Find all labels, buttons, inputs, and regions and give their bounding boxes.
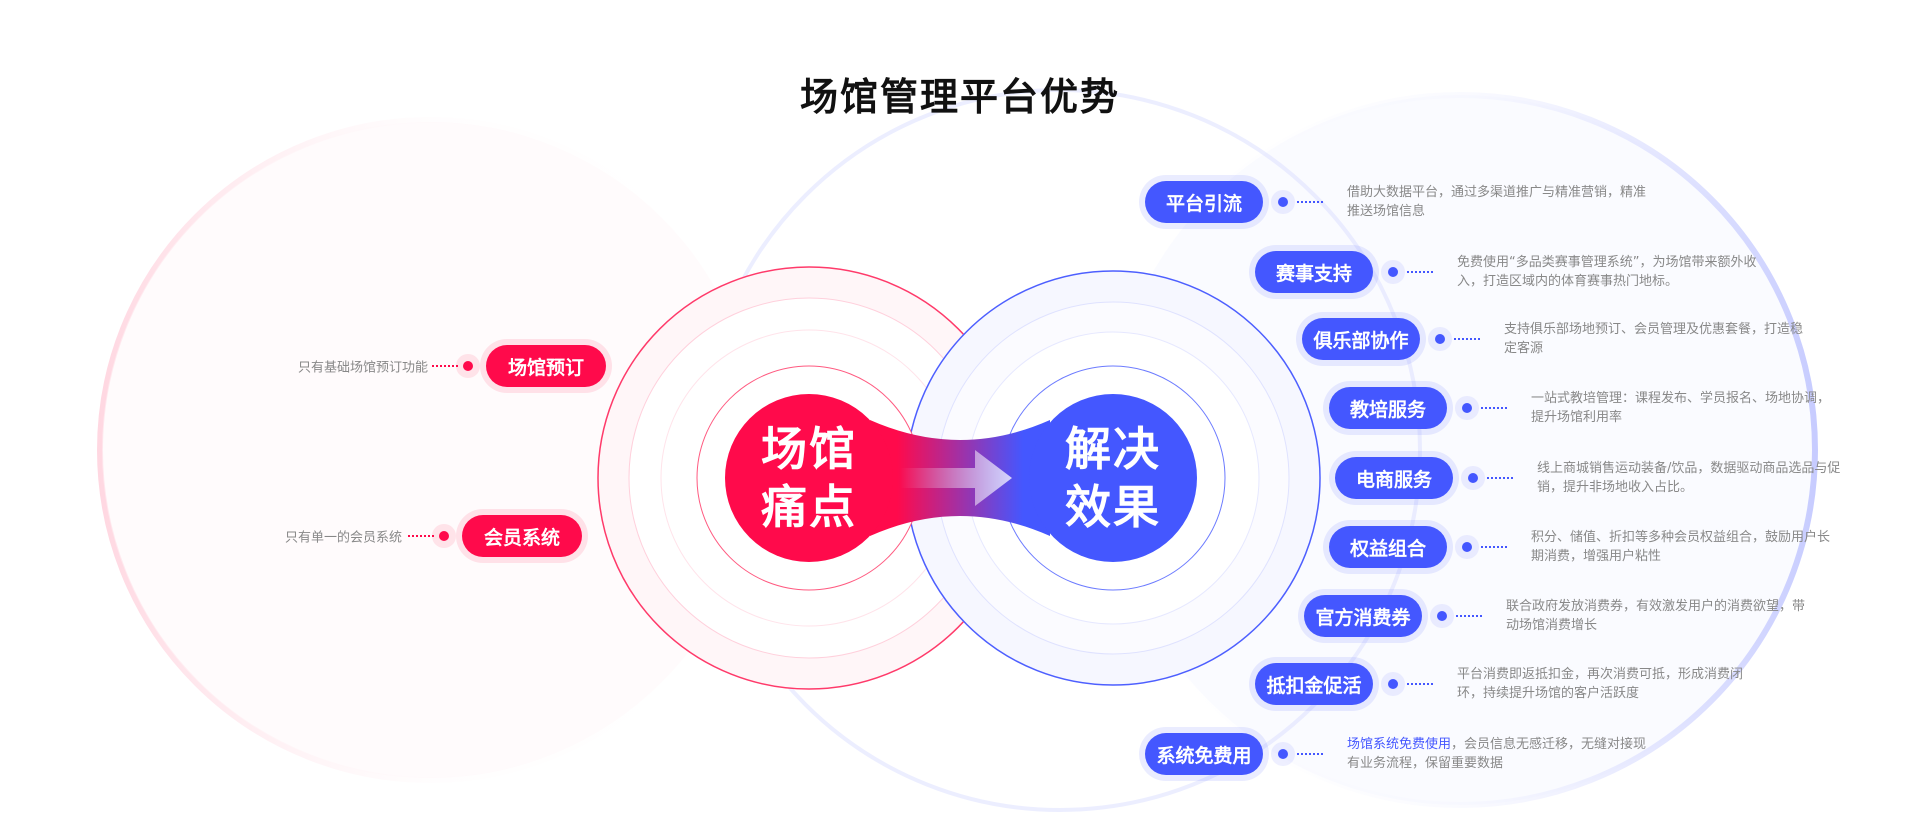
desc-text: 平台消费即返抵扣金，再次消费可抵，形成消费闭环，持续提升场馆的客户活跃度 [1457,667,1744,701]
connector-line [1481,407,1507,409]
benefit-pill: 赛事支持 [1255,251,1373,293]
connector-line [1297,753,1323,755]
desc-text: 免费使用“多品类赛事管理系统”，为场馆带来额外收入，打造区域内的体育赛事热门地标… [1457,255,1757,289]
benefit-desc: 一站式教培管理：课程发布、学员报名、场地协调，提升场馆利用率 [1531,389,1841,427]
desc-text: ，会员信息无感迁移，无缝对接现有业务流程，保留重要数据 [1347,737,1647,771]
benefit-pill: 教培服务 [1329,387,1447,429]
dot-icon [1462,542,1472,552]
benefit-desc: 支持俱乐部场地预订、会员管理及优惠套餐，打造稳定客源 [1504,320,1814,358]
page-title: 场馆管理平台优势 [799,75,1120,119]
pain-pill-venue-booking: 场馆预订 [486,345,606,387]
desc-text: 线上商城销售运动装备/饮品，数据驱动商品选品与促销，提升非场地收入占比。 [1537,461,1841,495]
benefit-pill: 平台引流 [1145,181,1263,223]
result-circle [1029,394,1197,562]
benefit-desc: 借助大数据平台，通过多渠道推广与精准营销，精准推送场馆信息 [1347,183,1657,221]
connector-line [1487,477,1513,479]
desc-text: 借助大数据平台，通过多渠道推广与精准营销，精准推送场馆信息 [1347,185,1647,219]
pain-circle [725,394,893,562]
dot-icon [1388,267,1398,277]
desc-text: 一站式教培管理：课程发布、学员报名、场地协调，提升场馆利用率 [1531,391,1831,425]
benefit-desc: 联合政府发放消费券，有效激发用户的消费欲望，带动场馆消费增长 [1506,597,1816,635]
pain-core-label: 场馆痛点 [761,422,857,534]
dot-icon [1388,679,1398,689]
result-core-label: 解决效果 [1065,422,1161,534]
dot-icon [1435,334,1445,344]
benefit-desc: 免费使用“多品类赛事管理系统”，为场馆带来额外收入，打造区域内的体育赛事热门地标… [1457,253,1767,291]
desc-text: 支持俱乐部场地预订、会员管理及优惠套餐，打造稳定客源 [1504,322,1804,356]
benefit-desc: 场馆系统免费使用，会员信息无感迁移，无缝对接现有业务流程，保留重要数据 [1347,735,1657,773]
connector-line [1481,546,1507,548]
dot-icon [439,531,449,541]
pain-pill-member-system: 会员系统 [462,515,582,557]
benefit-pill: 权益组合 [1329,526,1447,568]
benefit-pill: 系统免费用 [1145,733,1263,775]
desc-text: 积分、储值、折扣等多种会员权益组合，鼓励用户长期消费，增强用户粘性 [1531,530,1831,564]
connector-line [408,535,434,537]
benefit-desc: 平台消费即返抵扣金，再次消费可抵，形成消费闭环，持续提升场馆的客户活跃度 [1457,665,1767,703]
connector-line [432,365,458,367]
connector-line [1454,338,1480,340]
connector-line [1407,683,1433,685]
dot-icon [1278,197,1288,207]
benefit-desc: 积分、储值、折扣等多种会员权益组合，鼓励用户长期消费，增强用户粘性 [1531,528,1841,566]
connector-line [1297,201,1323,203]
arrow-icon [900,450,1012,506]
dot-icon [463,361,473,371]
connector-line [1407,271,1433,273]
dot-icon [1278,749,1288,759]
connector-line [1456,615,1482,617]
benefit-pill: 电商服务 [1335,457,1453,499]
dot-icon [1468,473,1478,483]
desc-highlight: 场馆系统免费使用 [1347,737,1452,752]
pain-desc: 只有单一的会员系统 [284,530,402,546]
benefit-pill: 俱乐部协作 [1302,318,1420,360]
benefit-pill: 官方消费券 [1304,595,1422,637]
dot-icon [1437,611,1447,621]
benefit-pill: 抵扣金促活 [1255,663,1373,705]
pain-desc: 只有基础场馆预订功能 [297,360,428,376]
dot-icon [1462,403,1472,413]
benefit-desc: 线上商城销售运动装备/饮品，数据驱动商品选品与促销，提升非场地收入占比。 [1537,459,1847,497]
desc-text: 联合政府发放消费券，有效激发用户的消费欲望，带动场馆消费增长 [1506,599,1806,633]
